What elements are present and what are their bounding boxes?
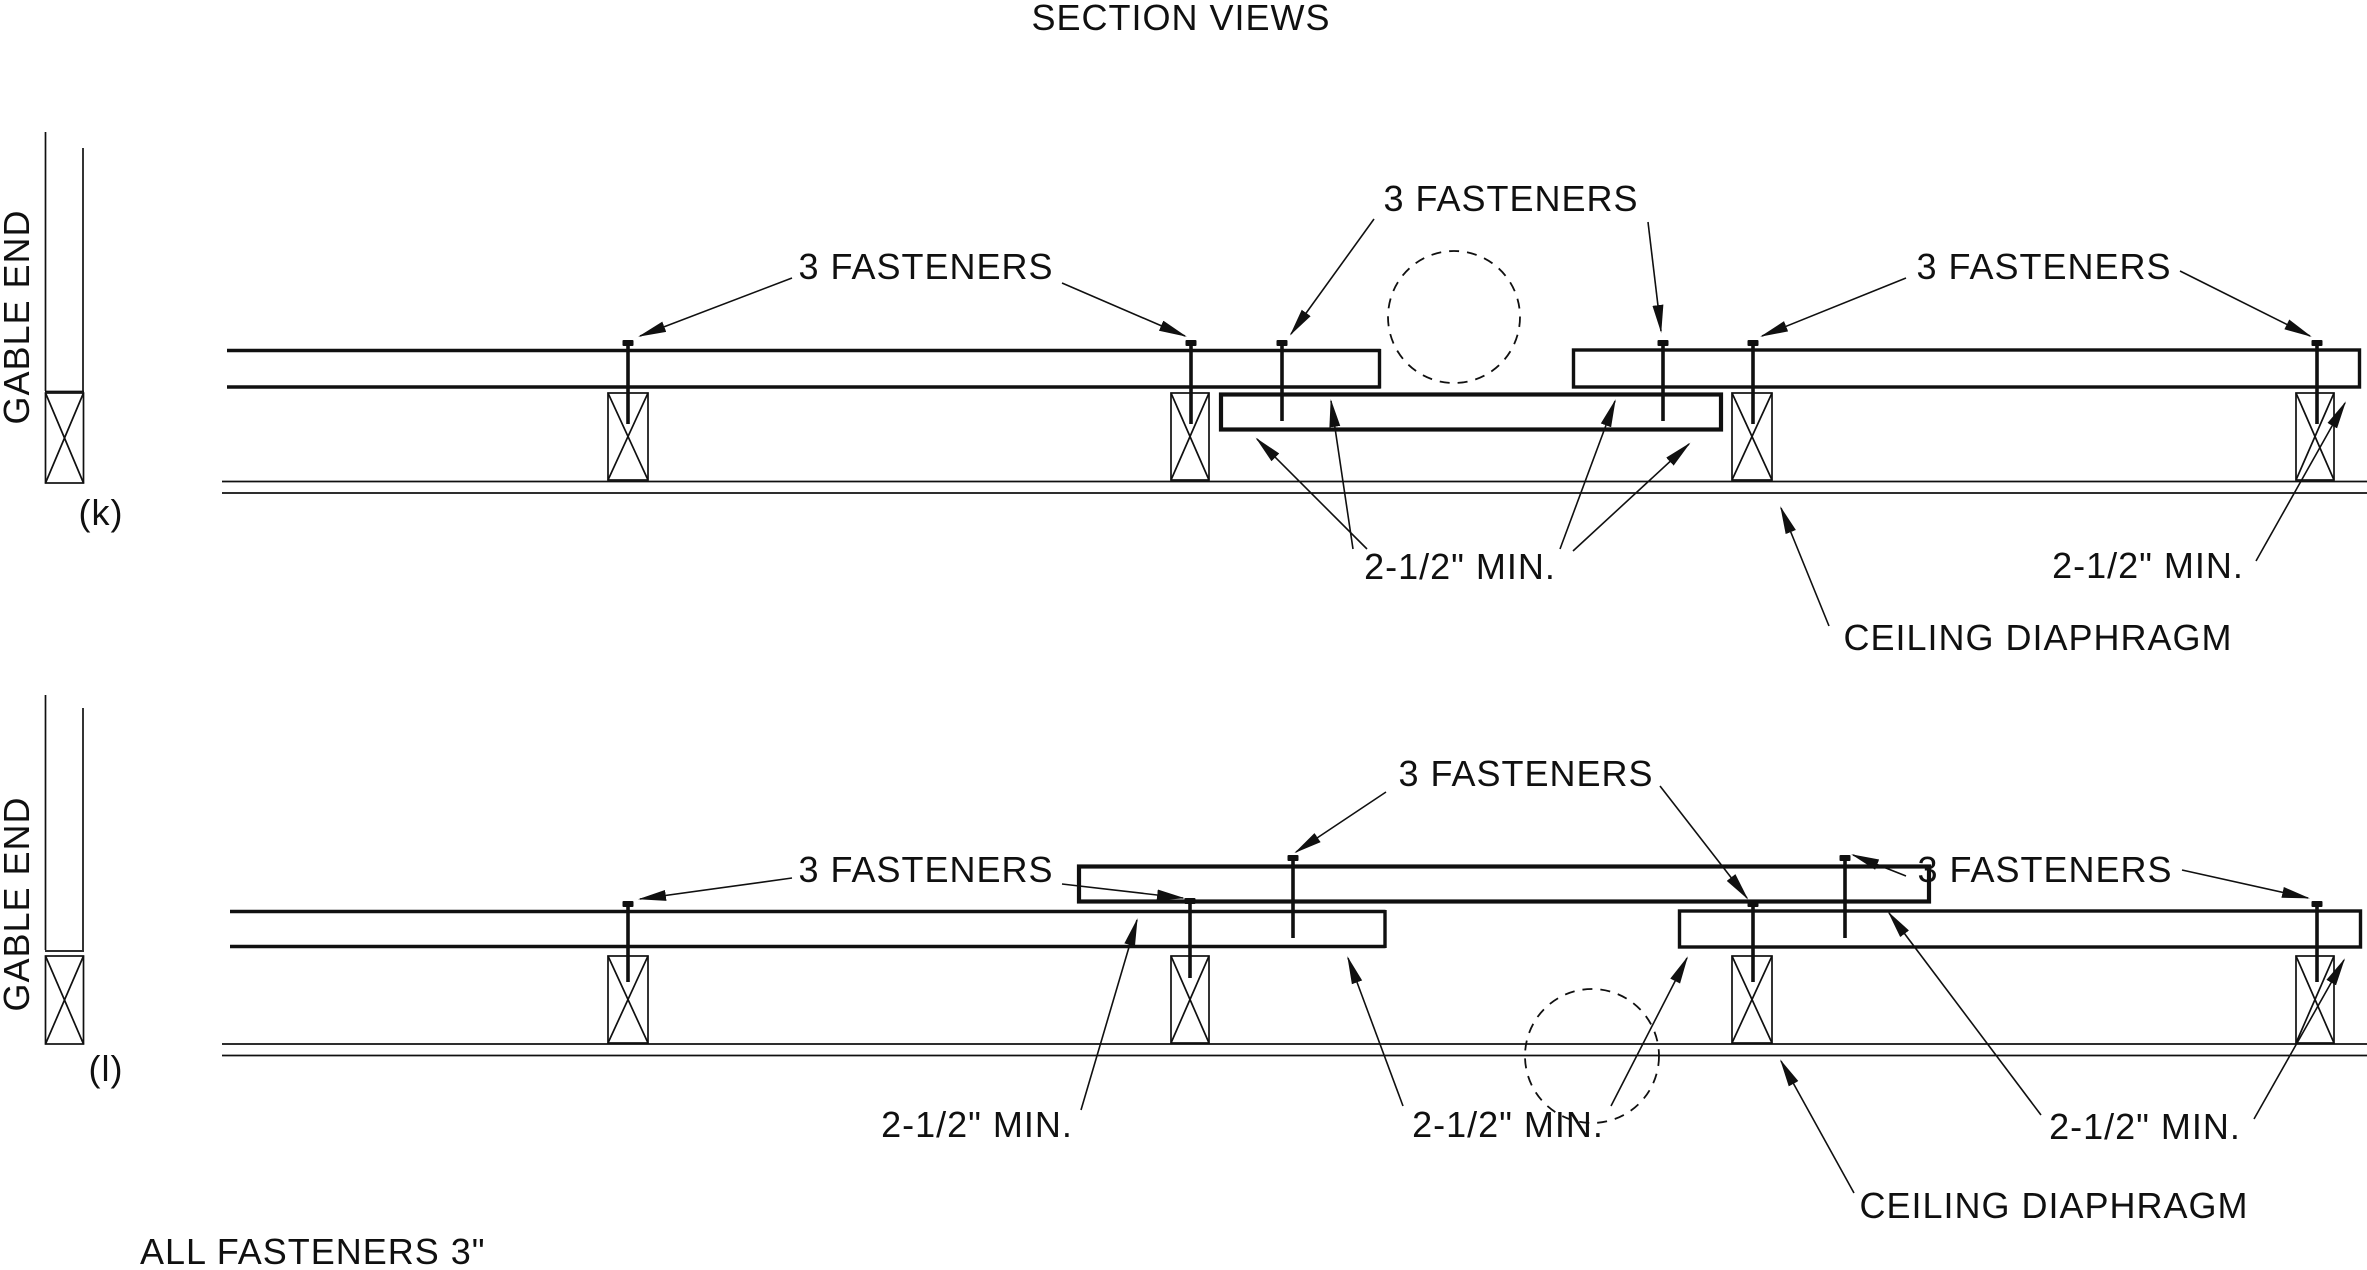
- fasteners-label: 3 FASTENERS: [798, 246, 1053, 287]
- fasteners-label: 3 FASTENERS: [1383, 178, 1638, 219]
- section-l: GABLE END (l): [0, 695, 2367, 1226]
- brace-member-left-k: [227, 348, 1382, 389]
- fastener: [1657, 340, 1669, 421]
- fastener: [1185, 340, 1197, 424]
- gable-end-label-l: GABLE END: [0, 796, 37, 1011]
- fasteners-label: 3 FASTENERS: [1398, 753, 1653, 794]
- gable-bottom-chord-section-l: [44, 955, 85, 1045]
- min-overlap-label: 2-1/2" MIN.: [2052, 545, 2244, 586]
- truss-chord-sections-l: [607, 955, 2335, 1044]
- ceiling-diaphragm-label: CEILING DIAPHRAGM: [1843, 617, 2232, 658]
- min-overlap-label: 2-1/2" MIN.: [881, 1104, 1073, 1145]
- section-tag-k: (k): [79, 492, 124, 533]
- fastener: [2311, 901, 2323, 982]
- section-k: GABLE END (k): [0, 132, 2367, 658]
- fastener: [1287, 855, 1299, 938]
- footnote: ALL FASTENERS 3": [140, 1231, 486, 1270]
- gable-end-label-k: GABLE END: [0, 209, 37, 424]
- fasteners-label: 3 FASTENERS: [1917, 849, 2172, 890]
- fastener: [622, 901, 634, 982]
- splice-plate-l: [1076, 864, 1932, 904]
- brace-member-left-l: [230, 909, 1387, 949]
- truss-chord-section: [607, 955, 649, 1044]
- leader-arrows-l: [638, 785, 2345, 1194]
- brace-member-right-l: [1677, 909, 2363, 949]
- fastener: [1839, 855, 1851, 938]
- gable-bottom-chord-section-k: [44, 392, 85, 484]
- ceiling-diaphragm-lines-k: [222, 480, 2367, 494]
- fastener: [1276, 340, 1288, 421]
- fastener: [1747, 340, 1759, 424]
- brace-member-right-k: [1571, 348, 2362, 389]
- ceiling-diaphragm-label: CEILING DIAPHRAGM: [1859, 1185, 2248, 1226]
- fasteners-k: [622, 340, 2323, 424]
- gable-end-wall-l: [44, 695, 85, 1045]
- splice-plate-k: [1218, 392, 1724, 432]
- leader-arrows-k: [638, 218, 2346, 627]
- fastener: [1747, 901, 1759, 982]
- fasteners-label: 3 FASTENERS: [1916, 246, 2171, 287]
- ceiling-diaphragm-lines-l: [222, 1043, 2367, 1057]
- fastener: [622, 340, 634, 424]
- gable-end-wall-k: [44, 132, 85, 484]
- truss-chord-section: [2295, 955, 2335, 1044]
- splice-gap-circle-k: [1387, 250, 1521, 384]
- truss-chord-section: [2295, 392, 2335, 481]
- section-tag-l: (l): [89, 1048, 124, 1089]
- min-overlap-label: 2-1/2" MIN.: [1412, 1104, 1604, 1145]
- fasteners-label: 3 FASTENERS: [798, 849, 1053, 890]
- min-overlap-label: 2-1/2" MIN.: [2049, 1106, 2241, 1147]
- fasteners-l: [622, 855, 2323, 982]
- page-title: SECTION VIEWS: [1031, 0, 1330, 38]
- fastener: [1184, 898, 1196, 978]
- min-overlap-label: 2-1/2" MIN.: [1364, 546, 1556, 587]
- fastener: [2311, 340, 2323, 424]
- splice-gap-circle-l: [1524, 988, 1660, 1124]
